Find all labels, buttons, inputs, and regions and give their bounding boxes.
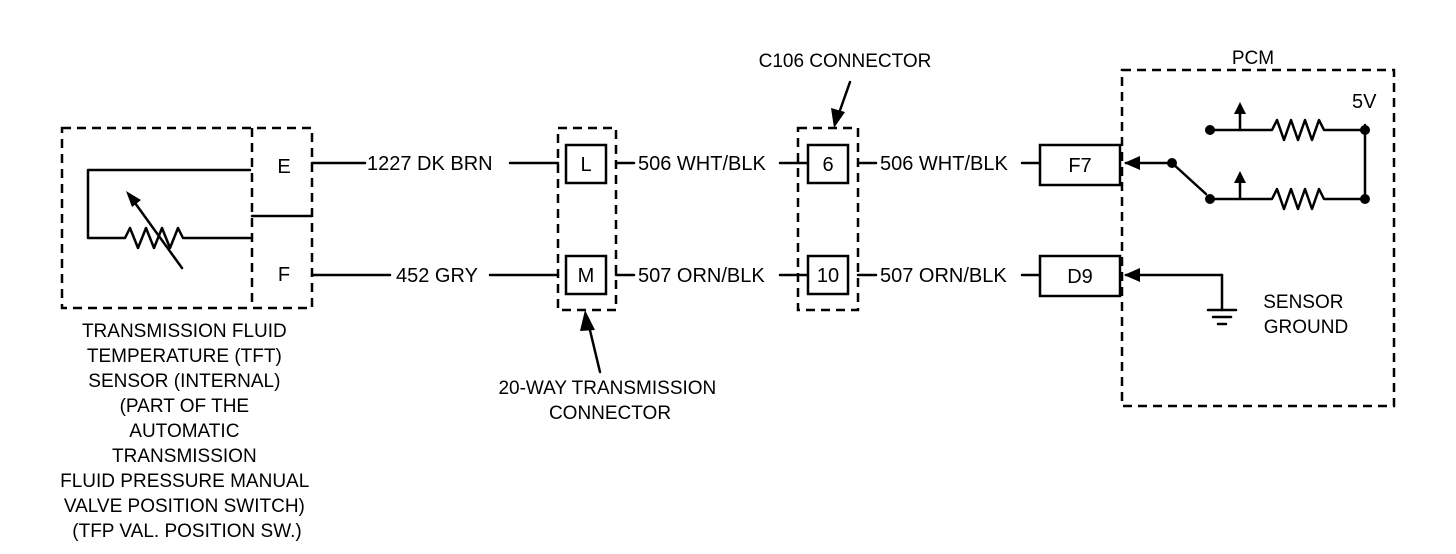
sensor-housing-outline [60, 126, 314, 310]
pcm-pin-f7-box [1038, 143, 1122, 187]
wire-label-507-b: 507 ORN/BLK [880, 265, 1007, 287]
sensor-caption-line: SENSOR (INTERNAL) [88, 371, 280, 392]
tft-sensor: E F TRANSMISSION FLUID TEMPERATURE (TFT)… [60, 126, 314, 542]
wire-1227: 1227 DK BRN [310, 153, 560, 175]
wire-506-a: 506 WHT/BLK [614, 153, 810, 175]
sensor-caption-line: FLUID PRESSURE MANUAL [60, 471, 309, 492]
sensor-ground-line: SENSOR [1263, 292, 1343, 313]
c106-pin-6: 6 [822, 154, 833, 176]
sensor-pin-f: F [278, 264, 290, 286]
transmission-connector: L M 20-WAY TRANSMISSION CONNECTOR [498, 126, 721, 424]
sensor-caption-line: AUTOMATIC [129, 421, 239, 442]
c106-pointer [836, 80, 852, 118]
transmission-pin-m: M [578, 265, 595, 287]
c106-connector: C106 CONNECTOR 6 10 [759, 51, 932, 312]
ground-symbol [1206, 308, 1238, 326]
pcm-resistor-top [1208, 118, 1367, 142]
c106-pin-6-box [806, 143, 850, 185]
transmission-caption-line: 20-WAY TRANSMISSION [498, 378, 716, 399]
wire-label-507-a: 507 ORN/BLK [638, 265, 765, 287]
pcm-pin-d9-box [1038, 254, 1122, 298]
sensor-caption-line: (PART OF THE [120, 396, 250, 417]
sensor-caption-line: TEMPERATURE (TFT) [87, 346, 282, 367]
pcm-d9-arrow-head [1124, 268, 1140, 282]
thermistor-arrow-line [128, 194, 184, 270]
c106-pin-10: 10 [817, 265, 839, 287]
sensor-pin-e: E [277, 156, 290, 178]
wire-507-b: 507 ORN/BLK [856, 265, 1042, 287]
sensor-ground-line: GROUND [1264, 317, 1348, 338]
transmission-connector-pointer [586, 320, 602, 374]
sensor-caption-line: TRANSMISSION FLUID [82, 321, 287, 342]
wire-label-1227: 1227 DK BRN [367, 153, 493, 175]
wire-506-b: 506 WHT/BLK [856, 153, 1042, 175]
wire-507-a: 507 ORN/BLK [614, 265, 810, 287]
pcm-pin-d9: D9 [1067, 266, 1093, 288]
sensor-caption-line: VALVE POSITION SWITCH) [64, 496, 305, 517]
c106-pin-10-box [806, 254, 850, 296]
pcm-pin-f7: F7 [1068, 155, 1091, 177]
pcm-f7-arrow-head [1124, 156, 1140, 170]
transmission-pin-l: L [580, 154, 591, 176]
pcm-label: PCM [1232, 48, 1274, 69]
thermistor-circuit-wire [86, 168, 252, 250]
c106-outline [796, 126, 860, 312]
thermistor-arrow-head [126, 191, 141, 207]
transmission-pin-m-box [564, 254, 608, 296]
sensor-caption-line: (TFP VAL. POSITION SW.) [72, 521, 301, 542]
sensor-ground-label: SENSOR GROUND [1263, 292, 1349, 338]
wire-label-452: 452 GRY [396, 265, 478, 287]
c106-pointer-head [831, 108, 845, 128]
wire-452: 452 GRY [310, 265, 560, 287]
wire-label-506-a: 506 WHT/BLK [638, 153, 766, 175]
c106-label: C106 CONNECTOR [759, 51, 932, 72]
pcm-switch-blade [1170, 161, 1208, 196]
transmission-pin-l-box [564, 143, 608, 185]
pcm-5v-label: 5V [1352, 91, 1377, 113]
transmission-caption-line: CONNECTOR [549, 403, 671, 424]
transmission-connector-pointer-head [580, 310, 595, 331]
sensor-caption-line: TRANSMISSION [112, 446, 257, 467]
wire-label-506-b: 506 WHT/BLK [880, 153, 1008, 175]
pcm-resistor-bottom [1208, 187, 1367, 211]
transmission-connector-caption: 20-WAY TRANSMISSION CONNECTOR [498, 378, 721, 424]
pcm-module: PCM F7 D9 5V [1038, 48, 1396, 408]
pcm-outline [1120, 68, 1396, 408]
sensor-caption: TRANSMISSION FLUID TEMPERATURE (TFT) SEN… [60, 321, 314, 542]
